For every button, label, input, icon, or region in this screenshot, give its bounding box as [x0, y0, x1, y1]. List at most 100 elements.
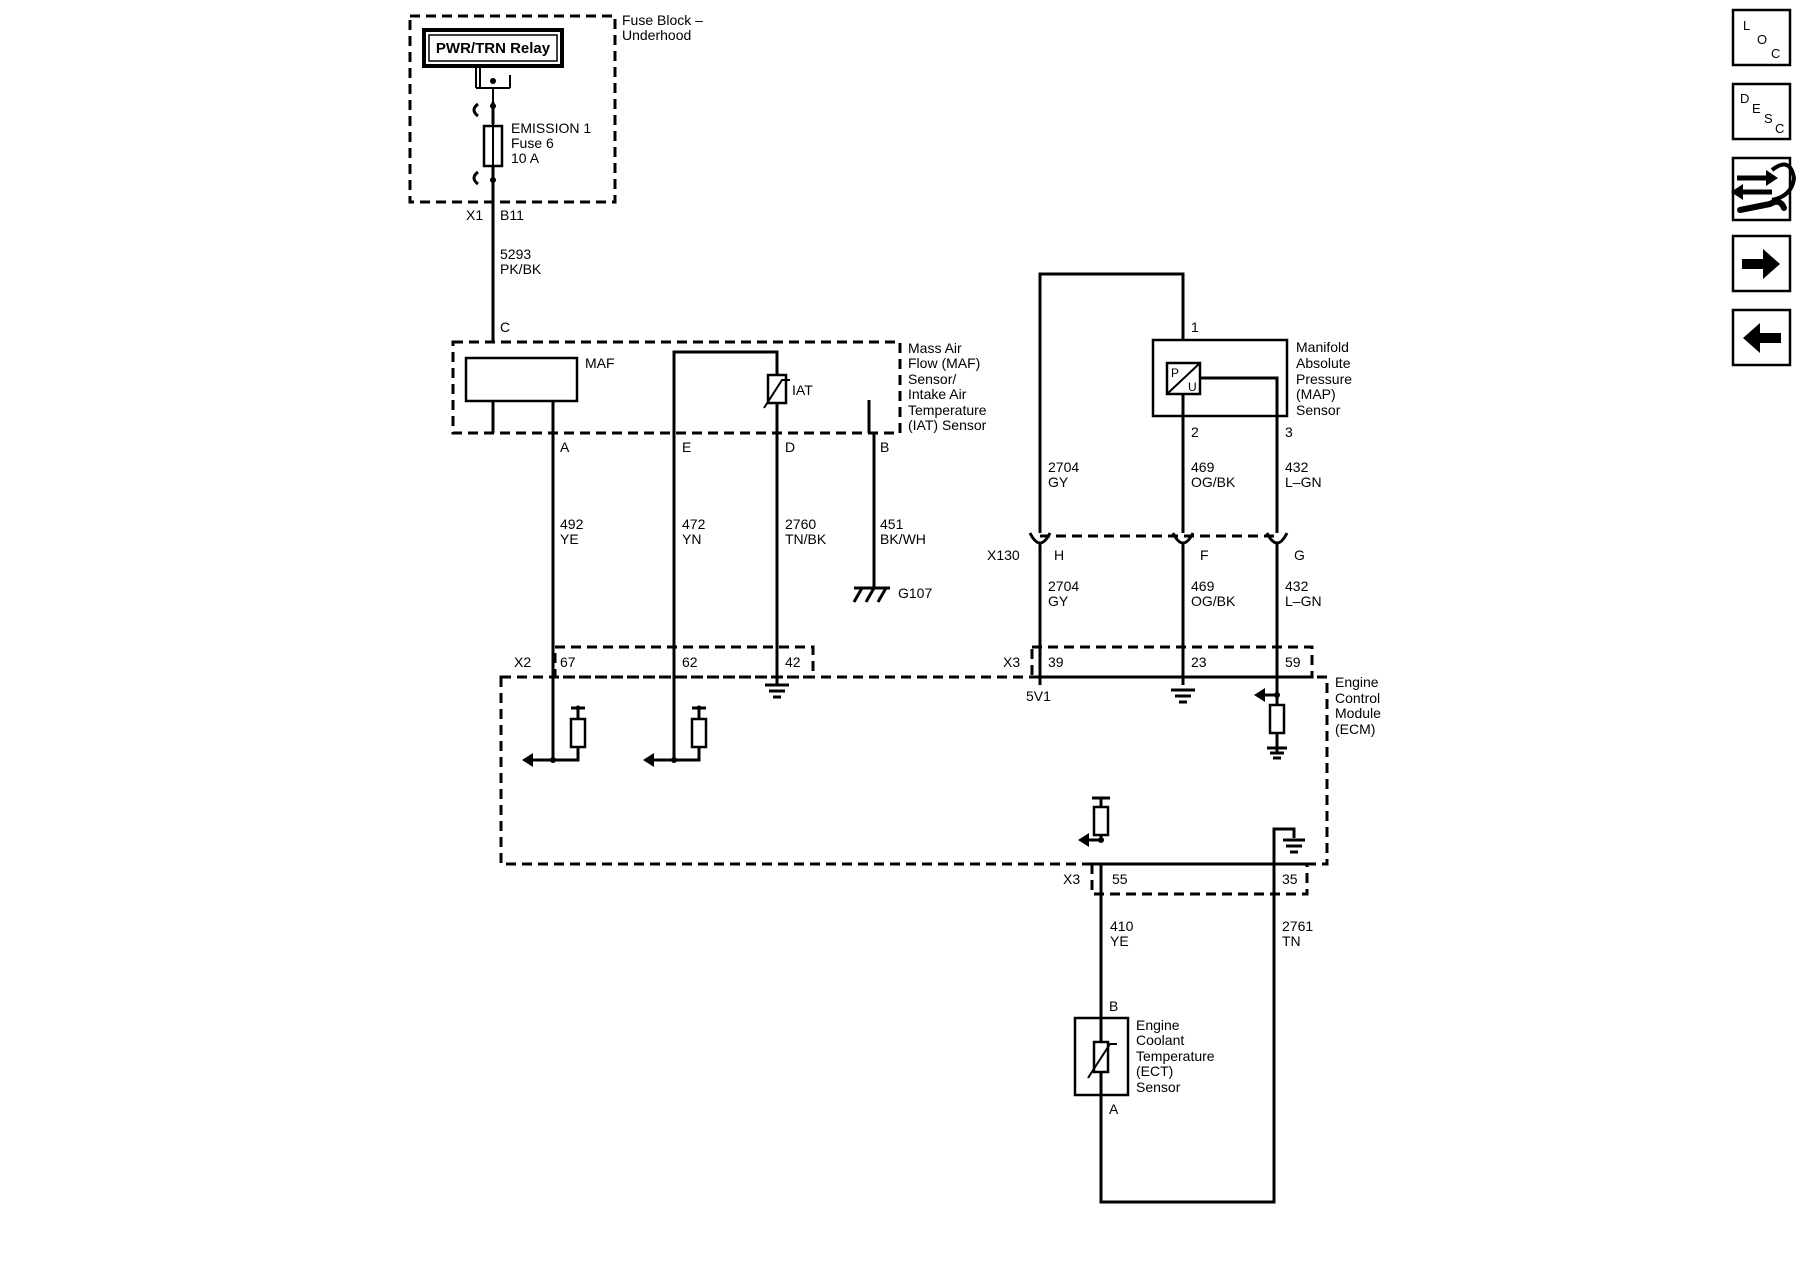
map-wire-2704-circuit: 2704	[1048, 459, 1079, 475]
wire-492-color: YE	[560, 531, 579, 547]
ecm-module: X2 67 62 42 X3 39 23 59 5V1 Engine Contr…	[499, 645, 1381, 896]
wire-410-circuit: 410	[1110, 918, 1134, 934]
wrench-tool-button[interactable]	[1731, 156, 1797, 222]
fuse-block-boundary	[408, 14, 617, 204]
wire-410-color: YE	[1110, 933, 1129, 949]
description-letter-c: C	[1775, 121, 1784, 136]
next-page-button[interactable]	[1731, 234, 1792, 293]
ect-pin-a: A	[1109, 1101, 1119, 1117]
wire-2761-color: TN	[1282, 933, 1301, 949]
wire-451-circuit: 451	[880, 516, 904, 532]
map-title-line-5: Sensor	[1296, 402, 1341, 418]
description-letter-e: E	[1752, 101, 1761, 116]
ecm-x3-pin-55: 55	[1112, 871, 1128, 887]
wire-5293-circuit: 5293	[500, 246, 531, 262]
fuse-pin-b11: B11	[500, 207, 524, 223]
ecm-ect-input	[1078, 796, 1110, 847]
ecm-x3-pin-23: 23	[1191, 654, 1207, 670]
fuse-block: PWR/TRN Relay Fuse Block – Underhood EMI…	[408, 12, 703, 223]
pwr-trn-relay-box	[422, 28, 564, 68]
wire-2761-circuit: 2761	[1282, 918, 1313, 934]
iat-circuit-loop	[672, 350, 779, 433]
ecm-x2-pin-62: 62	[682, 654, 698, 670]
map-wire-2704-color: GY	[1048, 474, 1069, 490]
pwr-trn-relay-label: PWR/TRN Relay	[436, 40, 551, 57]
ground-g107-symbol	[852, 586, 890, 603]
map-lower-wire-2704-color: GY	[1048, 593, 1069, 609]
ecm-ground-42	[765, 683, 789, 699]
ecm-x3-pin-39: 39	[1048, 654, 1064, 670]
wire-451-color: BK/WH	[880, 531, 926, 547]
maf-iat-title-line-3: Sensor/	[908, 371, 956, 387]
iat-label: IAT	[792, 382, 813, 398]
wrench-arrows-icon	[1731, 162, 1797, 213]
ecm-title-line-1: Engine	[1335, 674, 1379, 690]
ecm-title-line-3: Module	[1335, 705, 1381, 721]
ecm-x2-connector	[553, 645, 815, 679]
ect-title-line-2: Coolant	[1136, 1032, 1184, 1048]
x130-label: X130	[987, 547, 1020, 563]
map-symbol-p: P	[1171, 366, 1179, 380]
arrow-right-icon	[1742, 249, 1780, 279]
maf-iat-sensor: MAF IAT Mass Air Flow (MAF) Sensor/ Inta…	[451, 340, 987, 455]
ecm-boundary	[499, 675, 1329, 866]
maf-pin-c: C	[500, 319, 510, 335]
description-button[interactable]: D E S C	[1731, 82, 1792, 141]
arrow-left-icon	[1743, 323, 1781, 353]
ecm-map-low-ref	[1254, 688, 1287, 760]
fuse-label-line-3: 10 A	[511, 150, 540, 166]
wire-2761	[1099, 864, 1276, 1204]
ecm-title-line-4: (ECM)	[1335, 721, 1375, 737]
ecm-x3-pin-35: 35	[1282, 871, 1298, 887]
relay-contact-symbol	[475, 66, 511, 102]
x130-pin-h: H	[1054, 547, 1064, 563]
maf-iat-boundary	[451, 340, 902, 435]
map-title-line-4: (MAP)	[1296, 386, 1336, 402]
maf-iat-title-line-2: Flow (MAF)	[908, 355, 980, 371]
wire-2760-color: TN/BK	[785, 531, 827, 547]
wire-472-color: YN	[682, 531, 701, 547]
map-title-line-2: Absolute	[1296, 355, 1351, 371]
maf-iat-title-line-6: (IAT) Sensor	[908, 417, 987, 433]
map-lower-wire-2704-circuit: 2704	[1048, 578, 1079, 594]
maf-pin-a: A	[560, 439, 570, 455]
map-lower-wire-432-circuit: 432	[1285, 578, 1309, 594]
fuse-connector-x1: X1	[466, 207, 483, 223]
map-wire-469-circuit: 469	[1191, 459, 1215, 475]
map-symbol-u: U	[1188, 380, 1197, 394]
map-title-line-1: Manifold	[1296, 339, 1349, 355]
wire-5293-color: PK/BK	[500, 261, 542, 277]
map-lower-wire-469-circuit: 469	[1191, 578, 1215, 594]
maf-iat-title-line-4: Intake Air	[908, 386, 967, 402]
maf-iat-title-line-1: Mass Air	[908, 340, 962, 356]
ecm-x3-lower-label: X3	[1063, 871, 1080, 887]
fuse-label-line-2: Fuse 6	[511, 135, 554, 151]
map-pin-2: 2	[1191, 424, 1199, 440]
ecm-x2-pin-42: 42	[785, 654, 801, 670]
location-letter-o: O	[1757, 32, 1767, 47]
ecm-x3-pin-59: 59	[1285, 654, 1301, 670]
fuse-block-title-line-1: Fuse Block –	[622, 12, 703, 28]
wire-492-circuit: 492	[560, 516, 584, 532]
ground-g107-label: G107	[898, 585, 932, 601]
maf-iat-title-line-5: Temperature	[908, 402, 987, 418]
ect-title-line-5: Sensor	[1136, 1079, 1181, 1095]
map-wire-432-color: L–GN	[1285, 474, 1322, 490]
description-letter-d: D	[1740, 91, 1749, 106]
ecm-x2-label: X2	[514, 654, 531, 670]
map-reference-wire	[1038, 272, 1185, 533]
location-button[interactable]: L O C	[1731, 8, 1792, 67]
ecm-title-line-2: Control	[1335, 690, 1380, 706]
x130-pin-f: F	[1200, 547, 1209, 563]
ecm-x3-lower-connector	[1090, 862, 1309, 896]
ecm-ground-23	[1171, 688, 1195, 704]
map-pin-3: 3	[1285, 424, 1293, 440]
ect-title-line-4: (ECT)	[1136, 1063, 1173, 1079]
description-letter-s: S	[1764, 111, 1773, 126]
wire-2760-circuit: 2760	[785, 516, 816, 532]
x130-connector: X130 H F G	[987, 532, 1305, 563]
ect-title-line-3: Temperature	[1136, 1048, 1215, 1064]
previous-page-button[interactable]	[1731, 308, 1792, 367]
fuse-block-title-line-2: Underhood	[622, 27, 691, 43]
